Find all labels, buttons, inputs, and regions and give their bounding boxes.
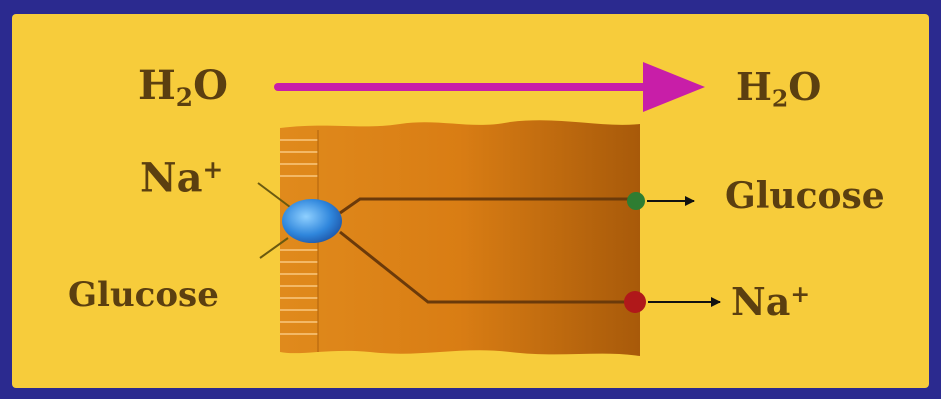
sodium-label-in: Na+: [140, 154, 224, 202]
water-label-left: H2O: [138, 62, 228, 112]
glucose-pathway: [339, 197, 632, 215]
glucose-input-line: [259, 237, 289, 259]
sodium-pump-icon: [624, 291, 646, 313]
sodium-label-out: Na+: [731, 279, 811, 324]
glucose-label-in: Glucose: [68, 275, 219, 315]
glucose-channel-icon: [627, 192, 645, 210]
sodium-input-line: [257, 182, 291, 208]
glucose-label-out: Glucose: [725, 175, 885, 217]
brush-border: [280, 139, 318, 335]
water-label-right: H2O: [736, 64, 822, 113]
cotransporter-icon: [282, 199, 342, 243]
sodium-pathway: [339, 230, 632, 304]
water-arrow: [274, 62, 705, 112]
epithelial-cell: [280, 120, 640, 356]
